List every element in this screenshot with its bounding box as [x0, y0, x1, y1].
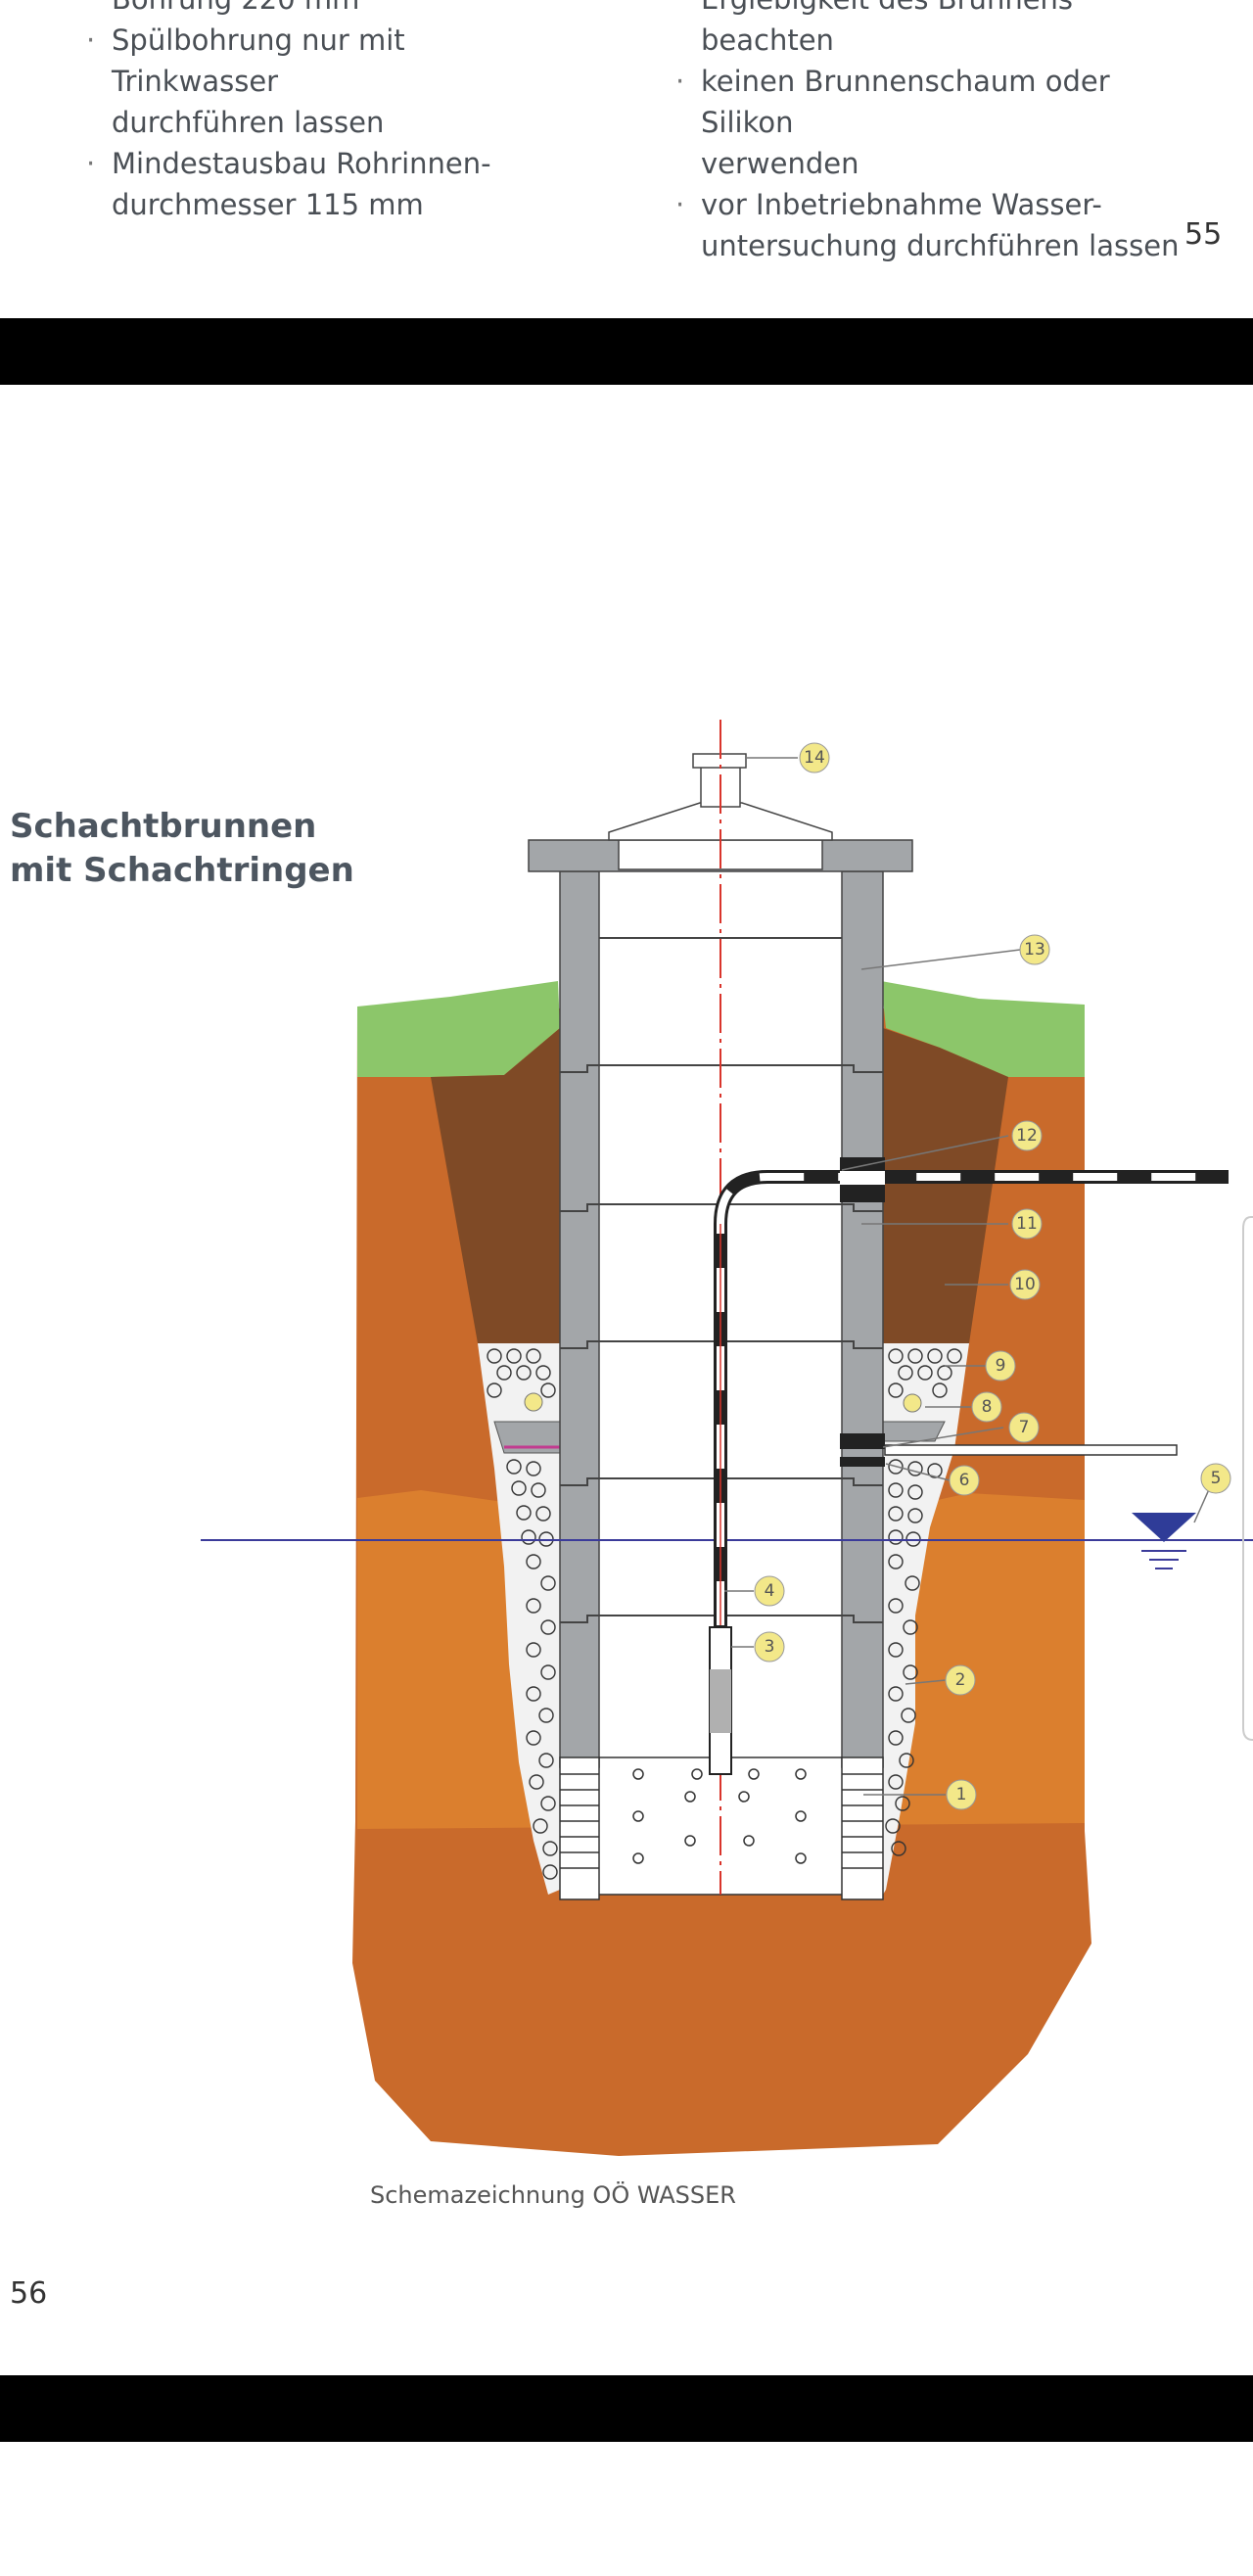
backfill-right	[883, 1028, 1008, 1343]
grass-left	[357, 981, 560, 1077]
label-8: 8	[982, 1397, 993, 1417]
list-item: Bohrung 220 mm	[112, 0, 572, 20]
filter-ring-right	[841, 1756, 884, 1900]
figure-caption: Schemazeichnung OÖ WASSER	[370, 2181, 736, 2209]
grass-right	[881, 981, 1085, 1077]
page-separator-top	[0, 318, 1253, 385]
water-level-symbol	[1132, 1513, 1196, 1542]
gravel-pattern	[487, 1348, 962, 1880]
label-14: 14	[804, 748, 825, 768]
backfill-left	[431, 1028, 560, 1343]
page-number-bottom: 56	[10, 2276, 48, 2311]
label-4: 4	[765, 1581, 775, 1601]
concrete-ring-left	[559, 870, 600, 1768]
label-13: 13	[1024, 940, 1045, 960]
concrete-ring-right	[841, 870, 884, 1768]
label-9: 9	[996, 1356, 1006, 1376]
label-3: 3	[765, 1637, 775, 1657]
label-7: 7	[1019, 1418, 1030, 1437]
list-item: Ergiebigkeit des Brunnens beachten	[701, 0, 1073, 57]
gravel-right	[883, 1343, 969, 1895]
label-11: 11	[1016, 1214, 1038, 1234]
list-item: ·Mindestausbau Rohrinnen-durchmesser 115…	[86, 147, 491, 221]
label-1: 1	[956, 1785, 967, 1804]
list-item: ·vor Inbetriebnahme Wasser-untersuchung …	[675, 188, 1180, 262]
filter-ring-left	[559, 1756, 600, 1900]
label-2: 2	[955, 1670, 966, 1690]
label-12: 12	[1016, 1126, 1038, 1146]
diagram-labels: 1 2 3 4 5 6 7 8 9 10 11 12 13 14	[754, 742, 1231, 1810]
label-10: 10	[1014, 1275, 1036, 1294]
left-bullet-list: Bohrung 220 mm ·Spülbohrung nur mit Trin…	[86, 0, 572, 225]
right-bullet-list: Ergiebigkeit des Brunnens beachten ·kein…	[675, 0, 1210, 266]
gravel-left	[478, 1343, 560, 1895]
label-5: 5	[1211, 1469, 1222, 1488]
label-6: 6	[959, 1471, 970, 1490]
page-separator-bottom	[0, 2375, 1253, 2442]
page-number-top: 55	[1184, 217, 1223, 252]
overflow-pipe	[840, 1433, 885, 1449]
